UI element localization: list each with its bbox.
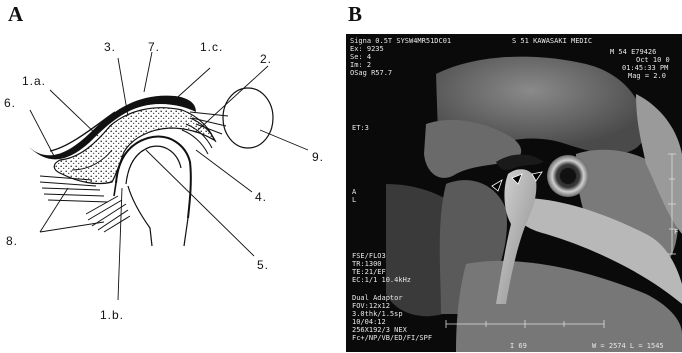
ovl-tr-1: Oct 10 0: [636, 56, 670, 64]
condyle-neck-left: [114, 183, 116, 196]
ovl-bl-7: 3.0thk/1.5sp: [352, 310, 403, 318]
label-2: 2.: [260, 52, 272, 66]
ovl-bottom-center: I 69: [510, 342, 527, 350]
ovl-tl-3: Im: 2: [350, 61, 371, 69]
posterior-neck: [184, 218, 188, 246]
label-9: 9.: [312, 150, 324, 164]
mri-sagittal-image: Signa 0.5T SYSW4MR51DC01 Ex: 9235 Se: 4 …: [346, 34, 682, 352]
label-1c: 1.c.: [200, 40, 223, 54]
ovl-bl-1: TR:1300: [352, 260, 382, 268]
label-4: 4.: [255, 190, 267, 204]
ovl-side-right: F: [674, 228, 678, 236]
ovl-top-center: S 51 KAWASAKI MEDIC: [512, 37, 592, 45]
ovl-bl-0: FSE/FLO3: [352, 252, 386, 260]
panel-b-letter: B: [348, 2, 362, 27]
label-6: 6.: [4, 96, 16, 110]
ear-canal-lumen: [560, 168, 576, 184]
label-5: 5.: [257, 258, 269, 272]
label-8: 8.: [6, 234, 18, 248]
ovl-bl-9: 256X192/3 NEX: [352, 326, 408, 334]
ovl-tl-1: Ex: 9235: [350, 45, 384, 53]
ovl-bl-8: 10/04:12: [352, 318, 386, 326]
condyle-inner-contour: [126, 146, 181, 184]
ovl-bl-10: Fc+/NP/VB/ED/FI/SPF: [352, 334, 432, 342]
tmj-schematic-diagram: [0, 0, 346, 353]
condyle-neck: [128, 186, 152, 246]
label-3: 3.: [104, 40, 116, 54]
ovl-bl-5: Dual Adaptor: [352, 294, 403, 302]
ovl-orient-l: L: [352, 196, 356, 204]
label-7: 7.: [148, 40, 160, 54]
ovl-tr-3: Mag = 2.0: [628, 72, 666, 80]
ovl-bottom-right: W = 2574 L = 1545: [592, 342, 664, 350]
ovl-tr-0: M 54 E79426: [610, 48, 656, 56]
ovl-bl-3: EC:1/1 10.4kHz: [352, 276, 411, 284]
label-1a: 1.a.: [22, 74, 46, 88]
ovl-et: ET:3: [352, 124, 369, 132]
ovl-tr-2: 01:45:33 PM: [622, 64, 668, 72]
ovl-tl-0: Signa 0.5T SYSW4MR51DC01: [350, 37, 451, 45]
ovl-bl-6: FOV:12x12: [352, 302, 390, 310]
label-1b: 1.b.: [100, 308, 124, 322]
ovl-tl-2: Se: 4: [350, 53, 371, 61]
ear-canal-circle: [223, 88, 273, 148]
ovl-tl-4: OSag R57.7: [350, 69, 392, 77]
ovl-bl-2: TE:21/EF: [352, 268, 386, 276]
